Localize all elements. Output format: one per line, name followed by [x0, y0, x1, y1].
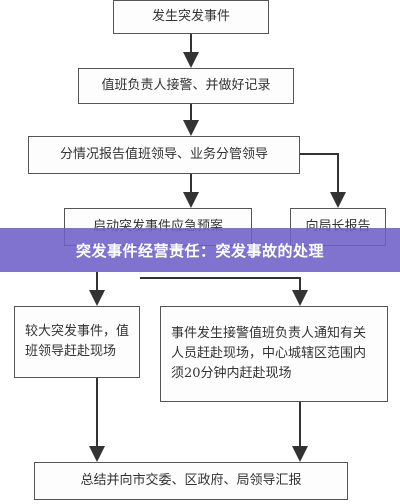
- title-banner: 突发事件经营责任：突发事故的处理: [0, 228, 400, 272]
- step-receive-alarm-label: 值班负责人接警、并做好记录: [101, 77, 271, 93]
- arrow-3-4b: [300, 153, 346, 208]
- banner-title: 突发事件经营责任：突发事故的处理: [75, 241, 324, 260]
- step-notify-staff: 事件发生接警值班负责人通知有关人员赶赴现场，中心城辖区范围内须20分钟内赶赴现场: [160, 306, 388, 402]
- step-major-event-label: 较大突发事件，值班领导赶赴现场: [25, 323, 130, 359]
- step-notify-staff-label: 事件发生接警值班负责人通知有关人员赶赴现场，中心城辖区范围内须20分钟内赶赴现场: [171, 325, 367, 382]
- arrow-4a-5b: [140, 277, 308, 306]
- step-report-leaders: 分情况报告值班领导、业务分管领导: [28, 136, 300, 174]
- step-receive-alarm: 值班负责人接警、并做好记录: [78, 68, 294, 104]
- step-summary-report-label: 总结并向市交委、区政府、局领导汇报: [80, 472, 302, 488]
- step-occur-emergency-label: 发生突发事件: [151, 8, 230, 24]
- step-major-event: 较大突发事件，值班领导赶赴现场: [14, 306, 140, 378]
- step-occur-emergency: 发生突发事件: [113, 0, 269, 34]
- step-report-leaders-label: 分情况报告值班领导、业务分管领导: [59, 146, 268, 162]
- step-summary-report: 总结并向市交委、区政府、局领导汇报: [34, 462, 348, 500]
